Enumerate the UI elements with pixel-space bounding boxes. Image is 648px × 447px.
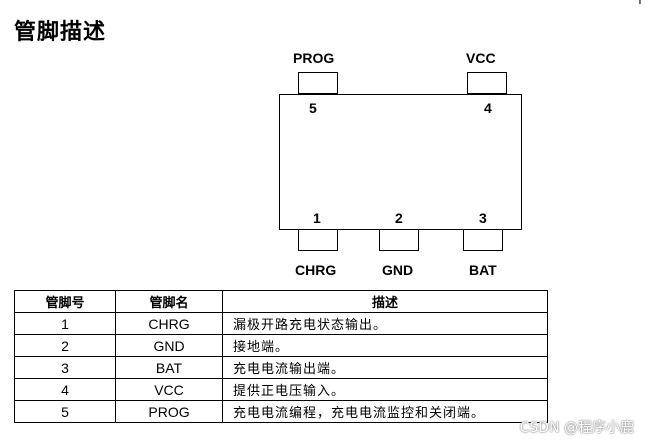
corner-mark: I xyxy=(637,0,642,8)
table-row: 2 GND 接地端。 xyxy=(14,334,548,357)
pin-pad-4 xyxy=(467,72,507,94)
pin-label-bat: BAT xyxy=(469,262,497,278)
chip-body xyxy=(279,94,522,230)
pin-pad-5 xyxy=(298,72,338,94)
pin-pad-3 xyxy=(463,229,503,251)
cell-pin-number: 2 xyxy=(14,334,116,357)
table-row: 3 BAT 充电电流输出端。 xyxy=(14,356,548,379)
cell-pin-name: GND xyxy=(115,334,223,357)
cell-pin-number: 5 xyxy=(14,400,116,423)
cell-pin-name: PROG xyxy=(115,400,223,423)
cell-pin-name: VCC xyxy=(115,378,223,401)
table-row: 4 VCC 提供正电压输入。 xyxy=(14,378,548,401)
cell-description: 接地端。 xyxy=(222,334,548,357)
pin-label-chrg: CHRG xyxy=(295,262,337,278)
watermark: CSDN @程序小鹿 xyxy=(519,420,634,436)
table-row: 5 PROG 充电电流编程，充电电流监控和关闭端。 xyxy=(14,400,548,423)
pin-pad-2 xyxy=(379,229,419,251)
pin-label-gnd: GND xyxy=(382,262,414,278)
header-pin-name: 管脚名 xyxy=(115,290,223,313)
header-description: 描述 xyxy=(222,290,548,313)
cell-description: 充电电流编程，充电电流监控和关闭端。 xyxy=(222,400,548,423)
cell-pin-name: BAT xyxy=(115,356,223,379)
pin-description-table: 管脚号 管脚名 描述 1 CHRG 漏极开路充电状态输出。 2 GND 接地端。… xyxy=(14,290,548,423)
cell-description: 充电电流输出端。 xyxy=(222,356,548,379)
pin-label-vcc: VCC xyxy=(466,50,496,66)
cell-pin-number: 4 xyxy=(14,378,116,401)
pin-label-prog: PROG xyxy=(293,50,335,66)
pin-pad-1 xyxy=(298,229,338,251)
header-pin-number: 管脚号 xyxy=(14,290,116,313)
cell-description: 提供正电压输入。 xyxy=(222,378,548,401)
cell-pin-name: CHRG xyxy=(115,312,223,335)
table-row: 1 CHRG 漏极开路充电状态输出。 xyxy=(14,312,548,335)
cell-description: 漏极开路充电状态输出。 xyxy=(222,312,548,335)
page-title: 管脚描述 xyxy=(14,19,107,45)
pin-number-3: 3 xyxy=(479,210,487,226)
cell-pin-number: 3 xyxy=(14,356,116,379)
pin-number-5: 5 xyxy=(309,100,317,116)
cell-pin-number: 1 xyxy=(14,312,116,335)
pin-number-1: 1 xyxy=(313,210,321,226)
pin-number-4: 4 xyxy=(484,100,492,116)
pin-number-2: 2 xyxy=(395,210,403,226)
table-header-row: 管脚号 管脚名 描述 xyxy=(14,290,548,313)
